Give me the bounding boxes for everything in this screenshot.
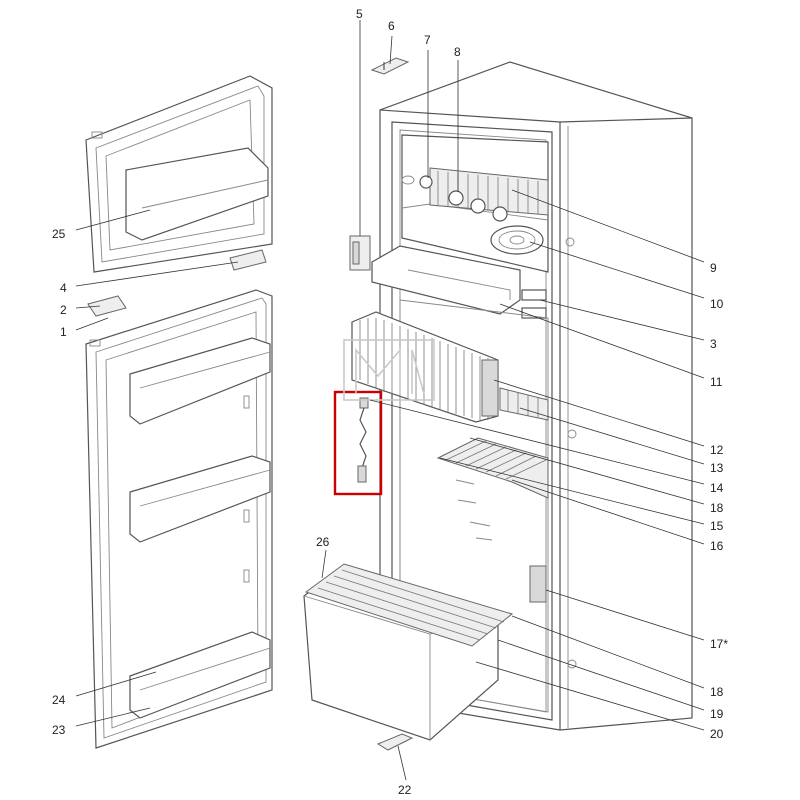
callout-12: 12 [710, 443, 724, 457]
callout-25: 25 [52, 227, 66, 241]
highlight-frame [333, 390, 383, 496]
callout-3: 3 [710, 337, 717, 351]
callout-18-upper: 18 [710, 501, 724, 515]
callout-17: 17* [710, 637, 728, 651]
callout-4: 4 [60, 281, 67, 295]
callout-23: 23 [52, 723, 66, 737]
callout-11: 11 [710, 375, 723, 389]
callout-2: 2 [60, 303, 67, 317]
callout-6: 6 [388, 19, 395, 33]
callout-9: 9 [710, 261, 717, 275]
callout-13: 13 [710, 461, 724, 475]
callout-26: 26 [316, 535, 330, 549]
callout-22: 22 [398, 783, 412, 797]
callout-10: 10 [710, 297, 724, 311]
callout-1: 1 [60, 325, 67, 339]
bottom-hinge [376, 733, 414, 751]
callout-18-lower: 18 [710, 685, 724, 699]
leader-lines [75, 20, 705, 781]
callout-labels: 1 2 3 4 5 6 7 8 9 10 11 12 13 14 15 16 1… [52, 7, 728, 797]
freezer-door [85, 75, 273, 273]
top-hinge-pin [370, 57, 410, 75]
callout-19: 19 [710, 707, 724, 721]
fridge-door [85, 289, 273, 749]
callout-20: 20 [710, 727, 724, 741]
door-hinge [87, 295, 127, 317]
refrigerator-cabinet [371, 61, 693, 731]
small-shelf [499, 387, 549, 421]
callout-8: 8 [454, 45, 461, 59]
callout-15: 15 [710, 519, 724, 533]
callout-7: 7 [424, 33, 431, 47]
door-bracket [229, 249, 267, 271]
callout-16: 16 [710, 539, 724, 553]
callout-14: 14 [710, 481, 724, 495]
crisper-shelf [304, 563, 514, 647]
watermark-logo [343, 339, 435, 401]
callout-5: 5 [356, 7, 363, 21]
cabinet-hinge [349, 235, 371, 271]
highlighted-part [333, 390, 383, 496]
callout-24: 24 [52, 693, 66, 707]
